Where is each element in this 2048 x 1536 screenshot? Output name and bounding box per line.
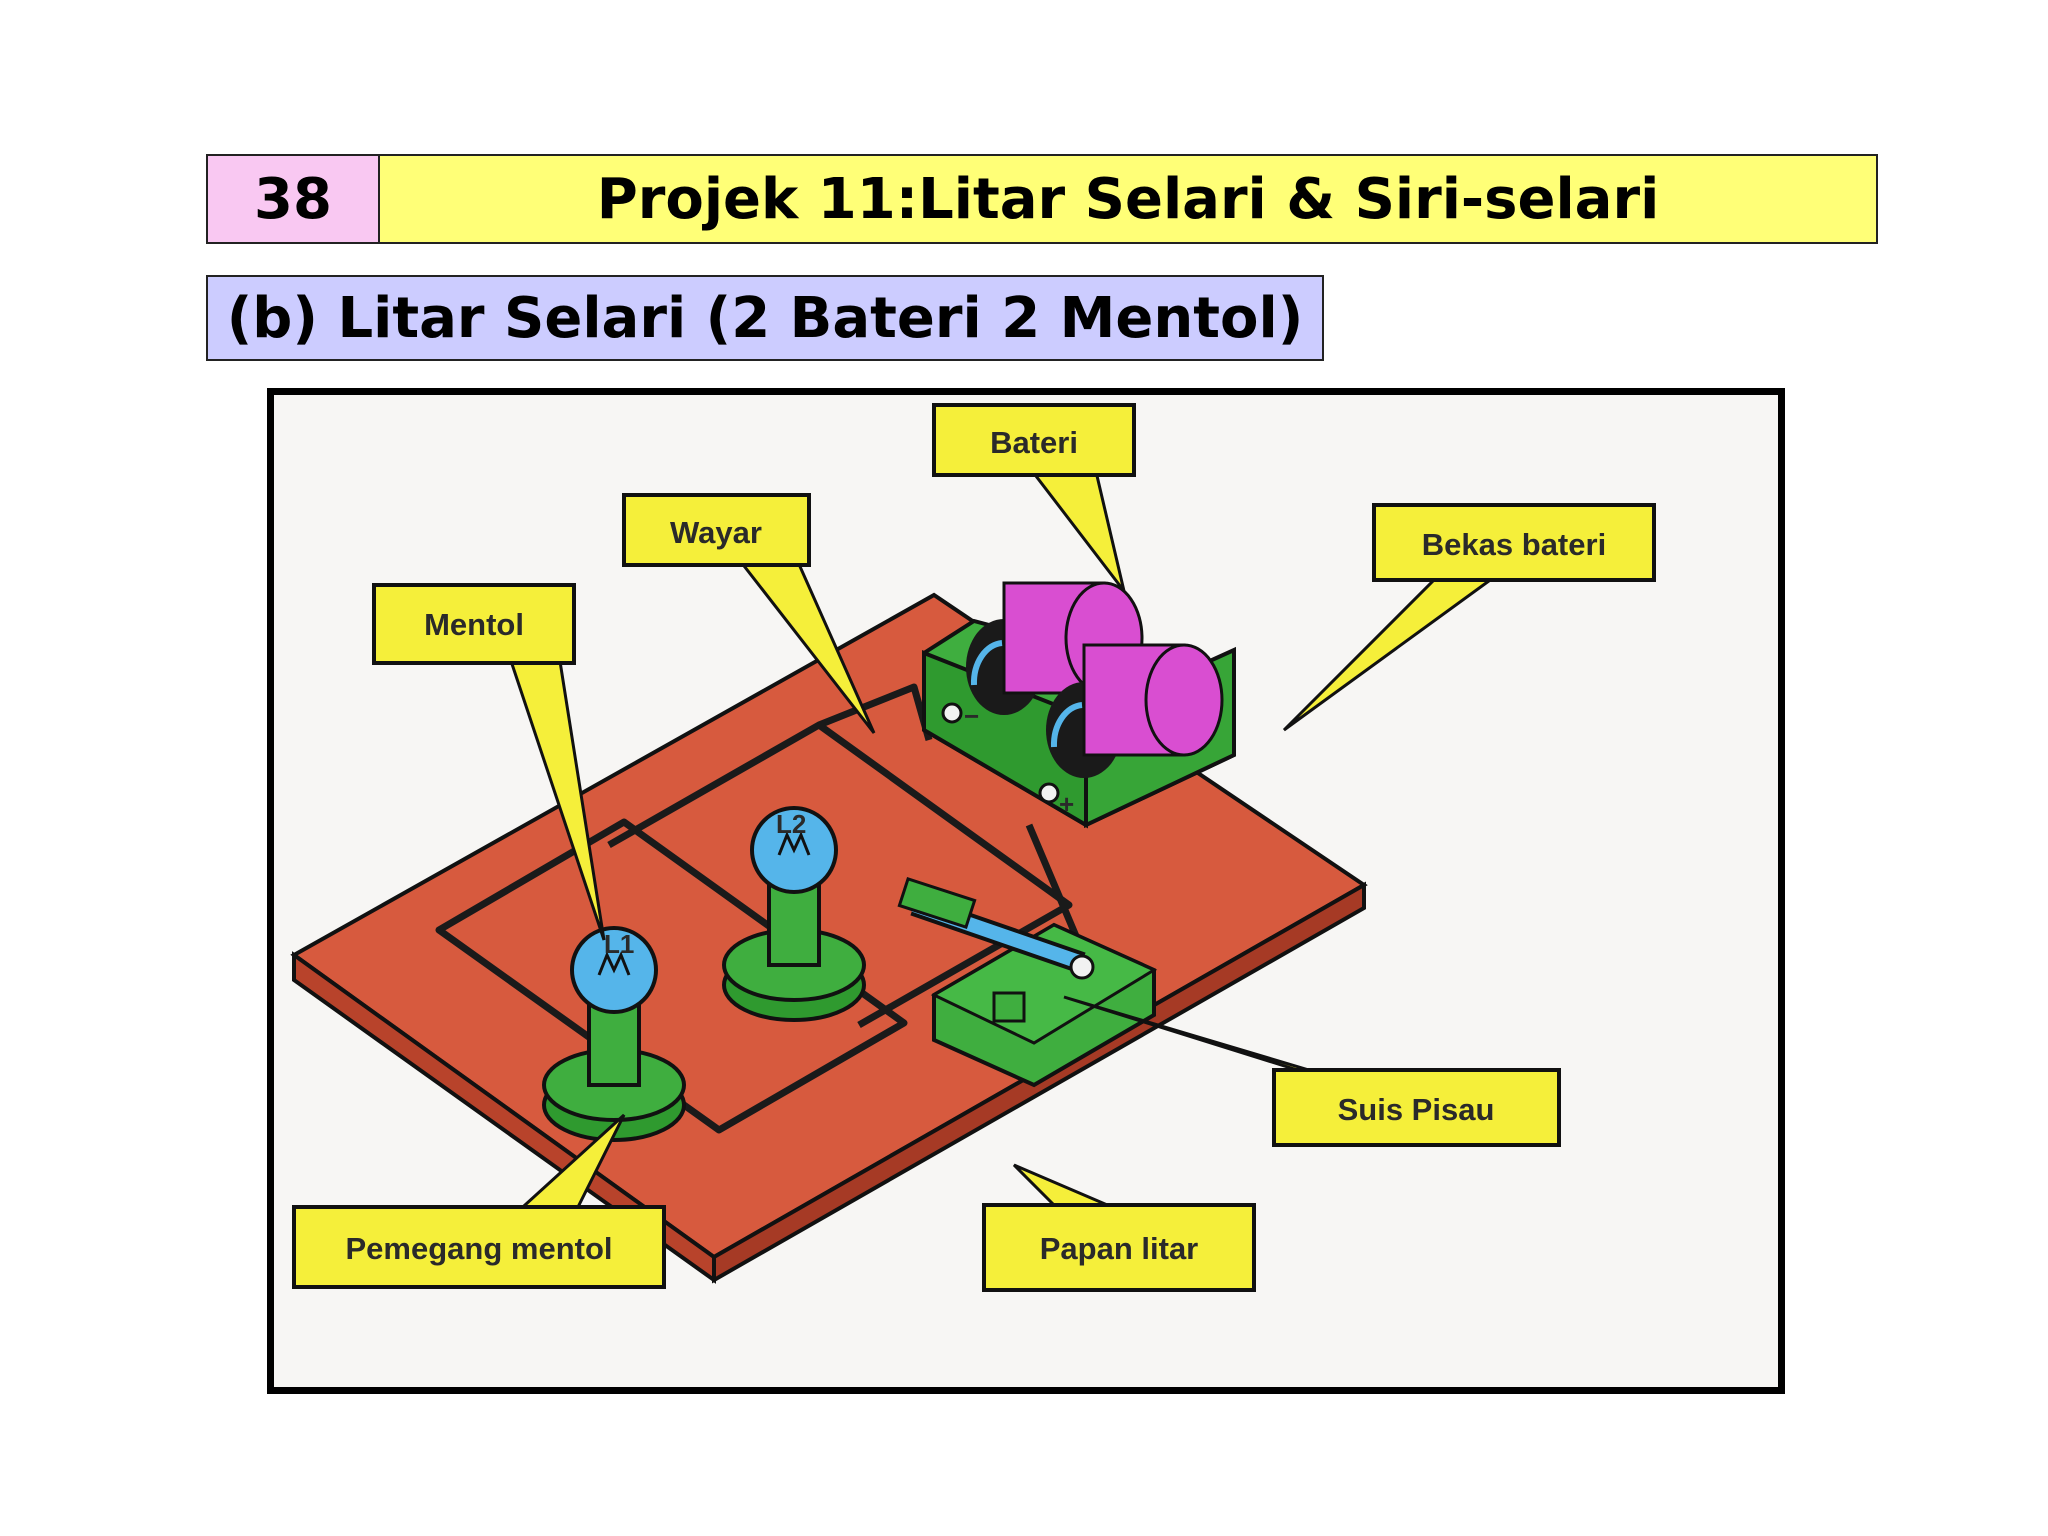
bulb-l2 bbox=[750, 806, 838, 894]
callout-bekas-bateri: Bekas bateri bbox=[1282, 503, 1656, 732]
bulb-holder-l2 bbox=[722, 871, 866, 1022]
papan-litar-label: Papan litar bbox=[1040, 1231, 1199, 1266]
circuit-illustration: − + bbox=[267, 388, 1785, 1394]
page-number: 38 bbox=[208, 156, 380, 242]
section-subtitle: (b) Litar Selari (2 Bateri 2 Mentol) bbox=[206, 275, 1324, 361]
bekas-bateri-label: Bekas bateri bbox=[1422, 527, 1606, 562]
callout-bateri: Bateri bbox=[932, 403, 1136, 592]
callout-suis-pisau: Suis Pisau bbox=[1063, 995, 1561, 1147]
pemegang-mentol-label: Pemegang mentol bbox=[346, 1231, 613, 1266]
callout-pemegang-mentol: Pemegang mentol bbox=[292, 1113, 666, 1289]
knife-switch bbox=[897, 876, 1158, 1088]
wayar-label: Wayar bbox=[670, 515, 762, 550]
plus-terminal-label: + bbox=[1059, 789, 1074, 819]
callout-mentol: Mentol bbox=[372, 583, 606, 941]
bulb-holder-l1 bbox=[542, 991, 686, 1142]
header-bar: 38 Projek 11:Litar Selari & Siri-selari bbox=[206, 154, 1878, 244]
circuit-svg: − + bbox=[290, 403, 1656, 1292]
bateri-label: Bateri bbox=[990, 425, 1078, 460]
l2-label: L2 bbox=[776, 809, 806, 839]
callout-papan-litar: Papan litar bbox=[982, 1163, 1256, 1292]
page-title: Projek 11:Litar Selari & Siri-selari bbox=[380, 156, 1876, 242]
suis-pisau-label: Suis Pisau bbox=[1338, 1092, 1495, 1127]
minus-terminal-label: − bbox=[964, 701, 979, 731]
bulb-l1 bbox=[570, 926, 658, 1014]
callout-wayar: Wayar bbox=[622, 493, 876, 734]
l1-label: L1 bbox=[604, 929, 634, 959]
mentol-label: Mentol bbox=[424, 607, 524, 642]
batteries bbox=[966, 581, 1224, 778]
